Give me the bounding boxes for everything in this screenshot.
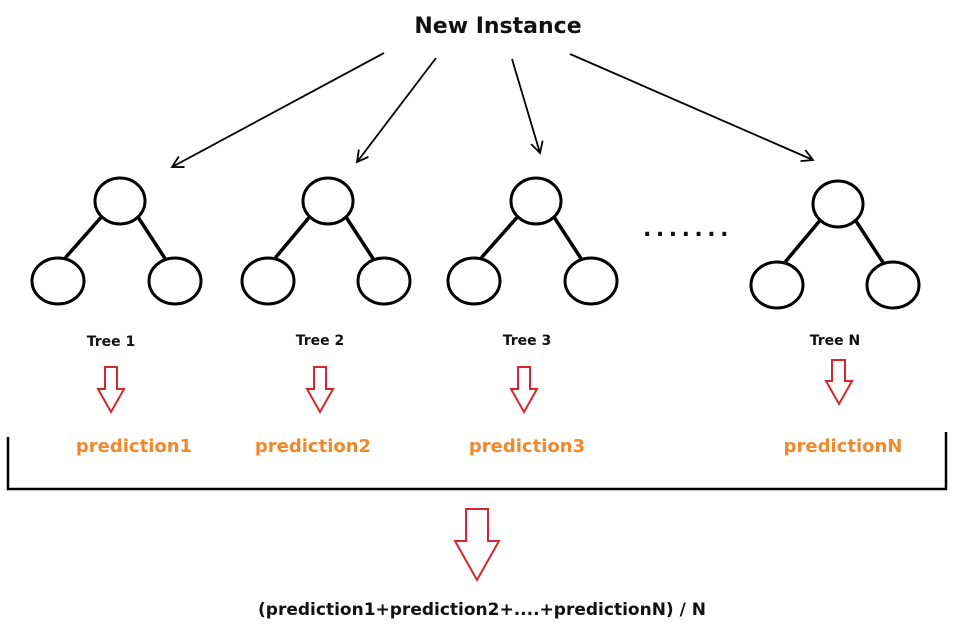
tree-node — [446, 256, 502, 306]
arrow-to-tree-1 — [170, 52, 385, 168]
aggregate-down-arrow — [453, 508, 501, 583]
tree-node — [301, 176, 355, 226]
tree-node — [865, 260, 921, 310]
prediction-label-n: predictionN — [784, 436, 903, 457]
down-arrow-2 — [305, 366, 335, 415]
tree-node — [509, 176, 563, 226]
ellipsis-dots: ....... — [643, 217, 733, 242]
tree-node — [30, 256, 86, 306]
tree-node — [240, 256, 296, 306]
instance-arrows — [170, 52, 815, 168]
arrow-to-tree-2 — [355, 57, 437, 164]
tree-2 — [240, 176, 412, 306]
down-arrow-n — [824, 359, 854, 407]
tree-label-2: Tree 2 — [296, 333, 345, 349]
tree-node — [356, 256, 412, 306]
tree-node — [563, 256, 619, 306]
tree-label-3: Tree 3 — [503, 333, 552, 349]
tree-label-n: Tree N — [810, 333, 861, 349]
tree-1 — [30, 176, 203, 306]
tree-n — [749, 179, 921, 310]
tree-3 — [446, 176, 619, 306]
svg-text:.......: ....... — [643, 217, 733, 242]
average-formula: (prediction1+prediction2+....+prediction… — [258, 600, 706, 620]
down-arrow-3 — [509, 366, 539, 415]
arrow-to-tree-3 — [511, 58, 544, 155]
new-instance-title: New Instance — [414, 14, 581, 39]
aggregation-bracket — [6, 432, 948, 491]
tree-node — [811, 179, 865, 229]
tree-node — [93, 176, 147, 226]
tree-label-1: Tree 1 — [87, 334, 136, 350]
prediction-label-2: prediction2 — [255, 436, 371, 457]
prediction-label-1: prediction1 — [76, 436, 192, 457]
tree-node — [749, 260, 805, 310]
down-arrow-1 — [96, 366, 126, 415]
tree-node — [147, 256, 203, 306]
prediction-label-3: prediction3 — [469, 436, 585, 457]
arrow-to-tree-n — [569, 53, 815, 162]
